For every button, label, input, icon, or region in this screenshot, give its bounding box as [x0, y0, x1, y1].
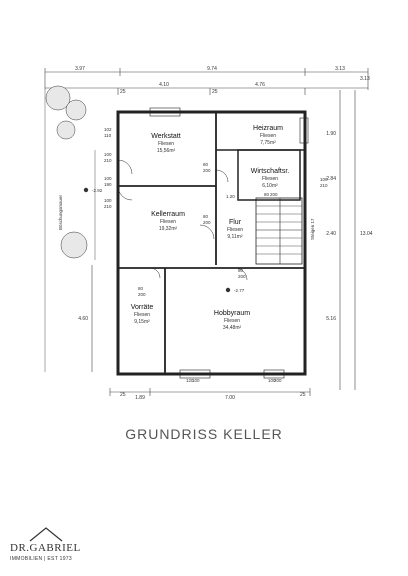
room-name: Heizraum: [253, 125, 283, 132]
dim-upper-2: 4.76: [255, 82, 265, 88]
dim-right-inner-1: 1.90: [326, 131, 336, 137]
room-area: 9,11m²: [227, 234, 243, 240]
dim-bottom-1: 1.89: [135, 395, 145, 401]
room-floor: Fliesen: [134, 312, 150, 318]
room-wirtschaftsraum: Wirtschaftsr. Fliesen 6,10m²: [251, 168, 290, 189]
room-heizraum: Heizraum Fliesen 7,75m²: [253, 125, 283, 146]
opening-label: 100: [192, 378, 200, 383]
opening-label: 110: [104, 133, 112, 138]
opening-label: 100: [268, 378, 276, 383]
dim-top-left: 3.97: [75, 66, 85, 72]
level-mark-1: -2.92: [83, 187, 103, 193]
opening-label: 80: [138, 286, 144, 291]
room-name: Kellerraum: [151, 211, 185, 218]
dim-right-inner-4: 5.16: [326, 316, 336, 322]
edge-mark-2: 25: [212, 89, 218, 95]
opening-label: 120: [186, 378, 194, 383]
dim-left-1: 4.60: [78, 316, 88, 322]
room-area: 9,15m²: [134, 319, 150, 325]
room-hobbyraum: Hobbyraum Fliesen 34,48m²: [214, 310, 250, 331]
house-roof-icon: [29, 527, 63, 542]
room-name: Werkstatt: [151, 133, 180, 140]
brand-logo: DR.GABRIEL IMMOBILIEN | EST 1973: [10, 526, 100, 566]
opening-label: 100: [104, 198, 112, 203]
opening-label: 100: [104, 152, 112, 157]
room-area: 6,10m²: [262, 183, 278, 189]
opening-label: 100: [320, 177, 328, 182]
stair-label: Steigen 17: [310, 218, 315, 240]
opening-label: 1.20: [226, 194, 235, 199]
plan-title: GRUNDRISS KELLER: [125, 426, 283, 442]
opening-label: 200: [274, 378, 282, 383]
opening-label: 210: [104, 204, 112, 209]
room-kellerraum: Kellerraum Fliesen 19,32m²: [151, 211, 185, 232]
dim-right-2: 13.04: [360, 231, 373, 237]
room-floor: Fliesen: [262, 176, 278, 182]
opening-label: 100: [104, 176, 112, 181]
dim-top-overall: 9.74: [207, 66, 217, 72]
opening-label: 200: [203, 168, 211, 173]
svg-text:-2.77: -2.77: [234, 288, 245, 293]
logo-name: DR.GABRIEL: [10, 542, 81, 554]
dim-right-inner-2: 2.84: [326, 176, 336, 182]
opening-label: 210: [104, 158, 112, 163]
edge-mark-3: 25: [120, 392, 126, 398]
opening-label: 80: [203, 214, 209, 219]
room-floor: Fliesen: [158, 141, 174, 147]
svg-text:-2.92: -2.92: [92, 188, 103, 193]
edge-mark-1: 25: [120, 89, 126, 95]
dim-upper-1: 4.10: [159, 82, 169, 88]
opening-label: 210: [320, 183, 328, 188]
opening-label: 80: [238, 268, 244, 273]
room-floor: Fliesen: [227, 227, 243, 233]
room-name: Flur: [229, 219, 242, 226]
edge-mark-4: 25: [300, 392, 306, 398]
opening-labels: 102 110 100 210 100 210 80 200 80 200 80…: [104, 127, 328, 383]
dim-right-inner-3: 2.40: [326, 231, 336, 237]
room-flur: Flur Fliesen 9,11m²: [227, 219, 243, 240]
dim-bottom-2: 7.00: [225, 395, 235, 401]
level-mark-2: -2.77: [225, 287, 245, 293]
opening-label: 190: [104, 182, 112, 187]
room-area: 15,56m²: [157, 148, 176, 154]
room-floor: Fliesen: [260, 133, 276, 139]
room-werkstatt: Werkstatt Fliesen 15,56m²: [151, 133, 180, 154]
room-area: 7,75m²: [260, 140, 276, 146]
opening-label: 200: [203, 220, 211, 225]
opening-label: 200: [270, 192, 278, 197]
dim-right-1: 3.13: [360, 76, 370, 82]
room-area: 19,32m²: [159, 226, 178, 232]
room-name: Wirtschaftsr.: [251, 168, 290, 175]
opening-label: 80: [264, 192, 270, 197]
room-name: Vorräte: [131, 304, 154, 311]
room-floor: Fliesen: [224, 318, 240, 324]
opening-label: 80: [203, 162, 209, 167]
logo-tagline: IMMOBILIEN | EST 1973: [10, 556, 72, 562]
room-name: Hobbyraum: [214, 310, 250, 317]
opening-label: 200: [238, 274, 246, 279]
opening-label: 102: [104, 127, 112, 132]
opening-label: 200: [138, 292, 146, 297]
room-vorraete: Vorräte Fliesen 9,15m²: [131, 304, 154, 325]
side-label: Böschungsmauer: [58, 194, 63, 230]
dim-top-right: 3.13: [335, 66, 345, 72]
room-floor: Fliesen: [160, 219, 176, 225]
room-area: 34,48m²: [223, 325, 242, 331]
